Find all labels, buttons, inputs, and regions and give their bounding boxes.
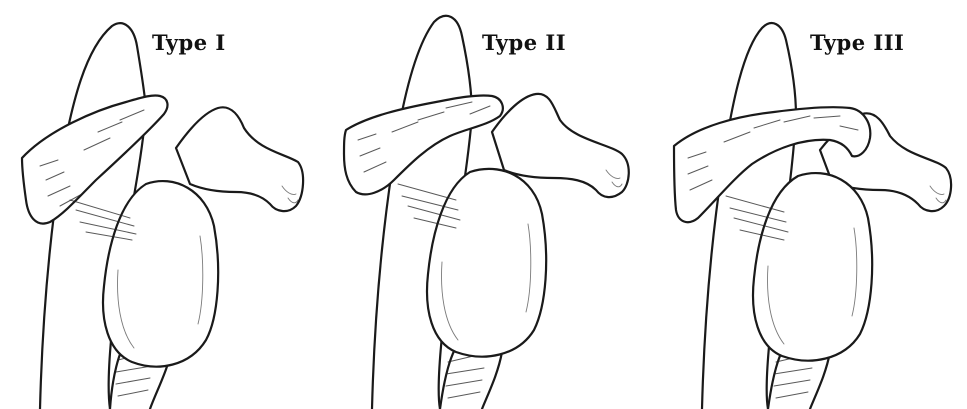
panel-type-3: Type III [644, 0, 966, 409]
type-label-1: Type I [152, 30, 226, 55]
panel-type-2: Type II [322, 0, 644, 409]
scapula-illustration-type-3 [644, 0, 966, 409]
type-label-3: Type III [810, 30, 904, 55]
panel-type-1: Type I [0, 0, 322, 409]
scapula-illustration-type-1 [0, 0, 322, 409]
type-label-2: Type II [482, 30, 566, 55]
scapula-illustration-type-2 [322, 0, 644, 409]
